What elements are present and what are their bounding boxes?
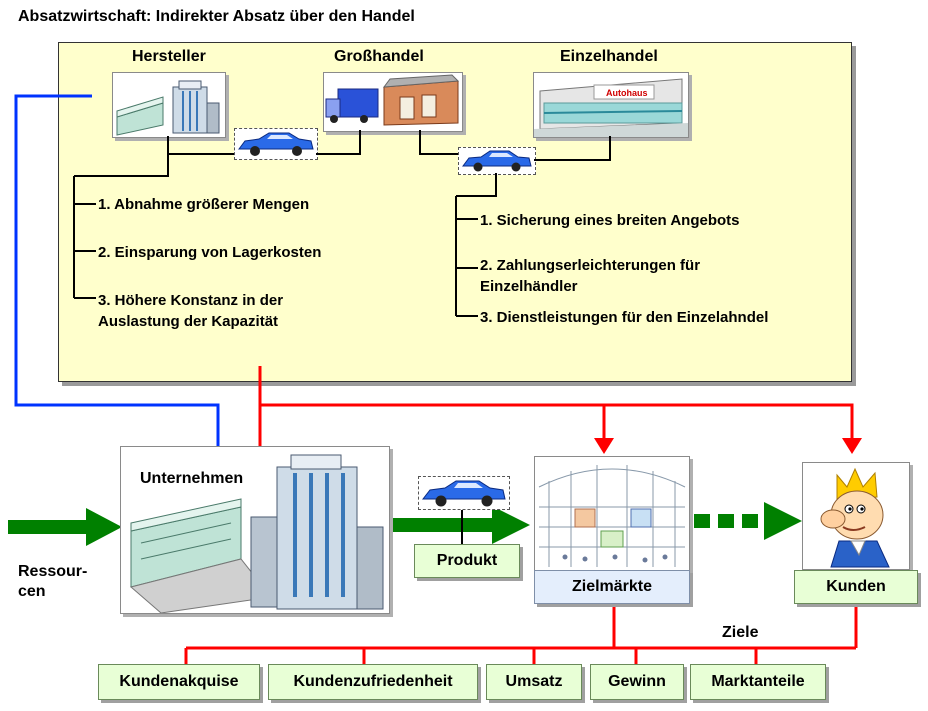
car-icon	[234, 128, 318, 160]
page-title: Absatzwirtschaft: Indirekter Absatz über…	[18, 8, 415, 25]
right-item-1: 1. Sicherung eines breiten Angebots	[480, 212, 740, 229]
left-item-3: 3. Höhere Konstanz in der Auslastung der…	[98, 292, 284, 330]
goal-kundenzufriedenheit: Kundenzufriedenheit	[268, 664, 478, 700]
goal-gewinn: Gewinn	[590, 664, 684, 700]
label-zielmaerkte: Zielmärkte	[534, 570, 690, 604]
left-item-2: 2. Einsparung von Lagerkosten	[98, 244, 322, 261]
label-kunden: Kunden	[794, 570, 918, 604]
goal-kundenakquise: Kundenakquise	[98, 664, 260, 700]
customer-king-icon	[802, 462, 910, 570]
goal-umsatz: Umsatz	[486, 664, 582, 700]
header-einzelhandel: Einzelhandel	[560, 48, 658, 65]
header-hersteller: Hersteller	[132, 48, 206, 65]
label-ressourcen: Ressour- cen	[18, 563, 88, 600]
truck-warehouse-icon	[323, 72, 463, 132]
factory-icon	[112, 72, 226, 138]
left-item-1: 1. Abnahme größerer Mengen	[98, 196, 310, 213]
label-unternehmen: Unternehmen	[140, 470, 244, 487]
car-icon	[458, 147, 536, 175]
header-grosshandel: Großhandel	[334, 48, 424, 65]
right-item-2: 2. Zahlungserleichterungen für Einzelhän…	[480, 257, 701, 295]
factory-icon	[129, 454, 384, 613]
company-box	[120, 446, 390, 614]
right-item-3: 3. Dienstleistungen für den Einzelahndel	[480, 309, 769, 326]
shopping-mall-icon	[534, 456, 690, 572]
store-sign: Autohaus	[606, 88, 648, 98]
car-dealership-icon: Autohaus	[533, 72, 689, 138]
car-icon	[418, 476, 510, 510]
label-ziele: Ziele	[722, 624, 759, 641]
label-produkt: Produkt	[414, 544, 520, 578]
goal-marktanteile: Marktanteile	[690, 664, 826, 700]
